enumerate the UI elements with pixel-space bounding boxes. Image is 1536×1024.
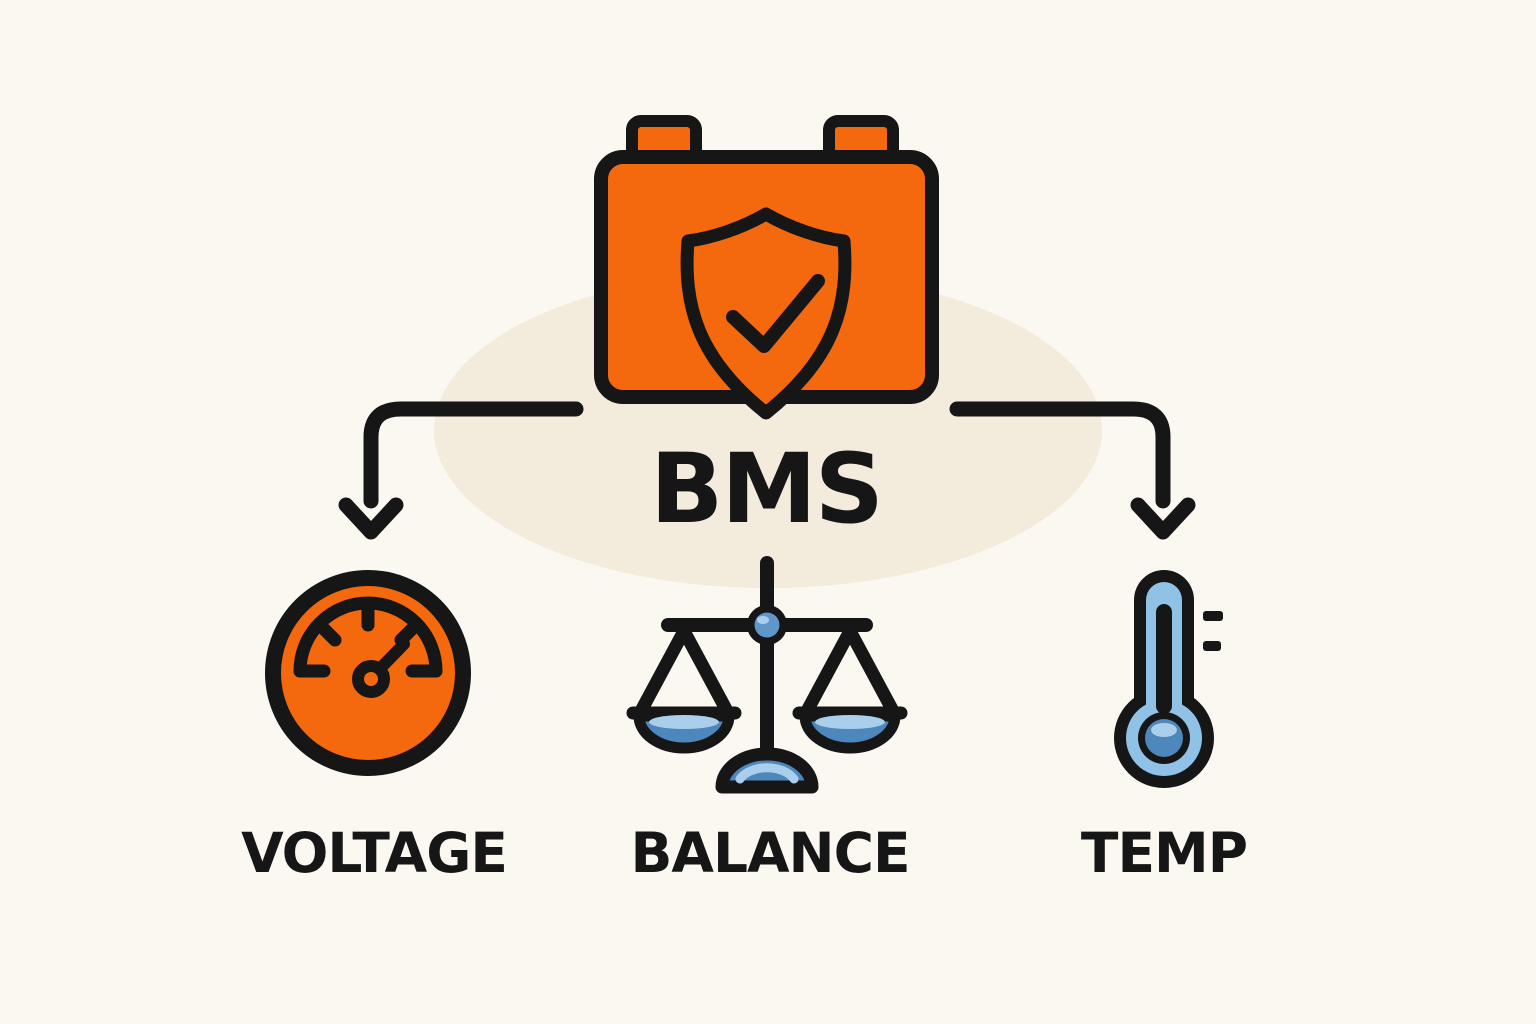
- arrow-right-head-icon: [1130, 497, 1196, 540]
- scale-pan-left-highlight: [649, 715, 719, 729]
- scale-hanger-right: [800, 624, 900, 718]
- scale-pivot-ball: [754, 612, 780, 638]
- voltage-label: VOLTAGE: [241, 821, 507, 885]
- gauge-hub: [352, 660, 390, 698]
- arrow-right: [949, 401, 1196, 540]
- scale-pivot-highlight: [757, 616, 769, 624]
- thermometer-icon: [1114, 570, 1223, 788]
- balance-scale-icon: [626, 556, 908, 794]
- temp-label: TEMP: [1081, 821, 1247, 885]
- thermometer-scale-mark-bottom: [1203, 641, 1221, 651]
- checkmark-icon: [726, 274, 825, 353]
- voltage-gauge-icon: [265, 570, 471, 776]
- thermometer-scale-mark-top: [1203, 611, 1223, 621]
- arrow-left-head-icon: [338, 497, 404, 540]
- arrow-left: [338, 401, 584, 540]
- balance-label: BALANCE: [630, 821, 909, 885]
- thermometer-bulb-highlight: [1151, 723, 1177, 737]
- gauge-tick-right: [394, 618, 423, 647]
- scale-hanger-left: [634, 624, 734, 718]
- battery-shield-check-icon: [594, 115, 939, 420]
- bms-title: BMS: [650, 433, 882, 545]
- gauge-tick-left: [313, 618, 342, 647]
- scale-pan-right-highlight: [815, 715, 885, 729]
- shield-icon: [680, 207, 852, 420]
- scale-base-highlight: [735, 763, 799, 784]
